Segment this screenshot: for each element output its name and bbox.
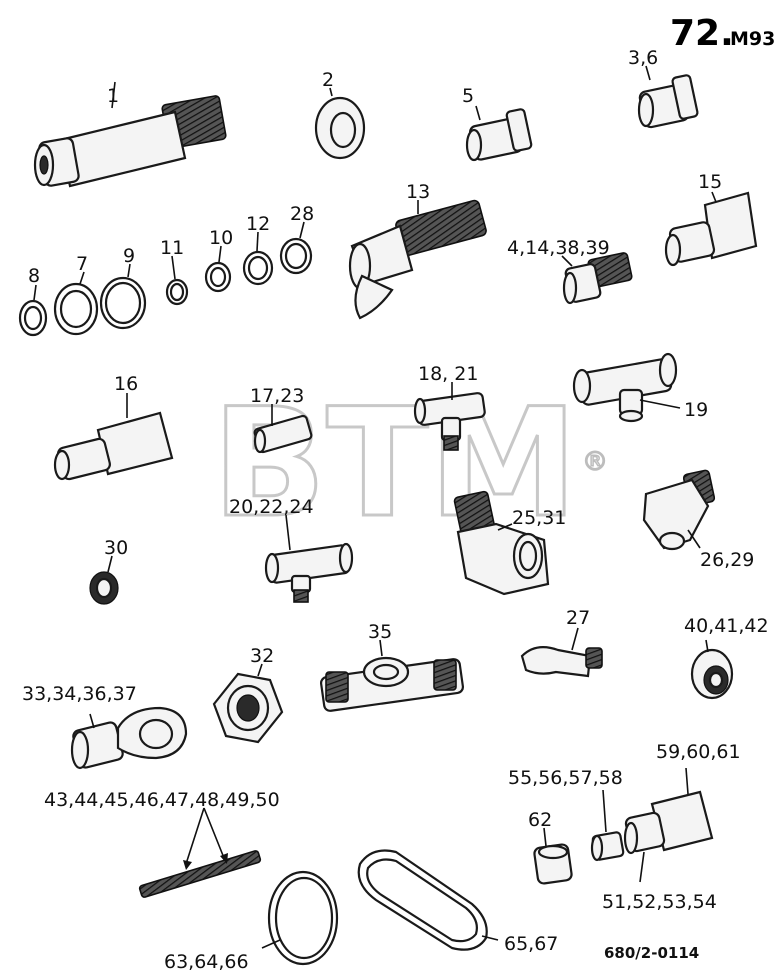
part-63-64-66-gasket (261, 870, 339, 966)
callout-26-29: 26,29 (700, 549, 754, 571)
part-65-67-gasket (357, 849, 499, 951)
callout-27: 27 (566, 607, 590, 629)
callout-63-64-66: 63,64,66 (164, 951, 249, 973)
part-18-21-tee (413, 382, 486, 451)
diagram-suffix: M93 (730, 28, 775, 50)
callout-32: 32 (250, 645, 274, 667)
callout-10: 10 (209, 227, 233, 249)
callout-labels: 1 2 5 3,6 13 15 8 7 9 11 10 12 28 4,14,3… (22, 47, 769, 973)
part-43-50-threaded-rod (138, 807, 262, 898)
callout-3-6: 3,6 (628, 47, 658, 69)
callout-7: 7 (76, 253, 88, 275)
callout-2: 2 (322, 69, 334, 91)
rings-row (18, 221, 313, 337)
part-17-23-nipple (253, 404, 313, 454)
callout-4-14-38-39: 4,14,38,39 (507, 237, 610, 259)
callout-25-31: 25,31 (512, 507, 566, 529)
callout-35: 35 (368, 621, 392, 643)
part-3-6-fitting (637, 65, 699, 129)
part-15-reducer (664, 191, 758, 267)
part-26-29-elbow (642, 469, 716, 551)
part-1-adapter (33, 81, 227, 188)
diagram-number: 72. (670, 13, 734, 54)
callout-43-50: 43,44,45,46,47,48,49,50 (44, 789, 280, 811)
callout-5: 5 (462, 85, 474, 107)
callout-19: 19 (684, 399, 708, 421)
callout-62: 62 (528, 809, 552, 831)
callout-18-21: 18, 21 (418, 363, 478, 385)
callout-51-52-53-54: 51,52,53,54 (602, 891, 717, 913)
part-20-22-24-tee (264, 514, 354, 603)
part-30-plug (89, 555, 119, 605)
callout-30: 30 (104, 537, 128, 559)
page-title: 72. M93 (670, 13, 775, 54)
callout-8: 8 (28, 265, 40, 287)
part-35-banjo (319, 639, 465, 712)
part-32-nut (212, 663, 284, 744)
callout-20-22-24: 20,22,24 (229, 496, 314, 518)
callout-12: 12 (246, 213, 270, 235)
callout-16: 16 (114, 373, 138, 395)
callout-59-60-61: 59,60,61 (656, 741, 741, 763)
callout-40-41-42: 40,41,42 (684, 615, 769, 637)
part-13-bolt (348, 199, 487, 320)
callout-28: 28 (290, 203, 314, 225)
part-55-58-sleeve (590, 789, 625, 862)
watermark-registered-mark: ® (582, 447, 608, 477)
callout-9: 9 (123, 245, 135, 267)
leader-51-54 (639, 851, 645, 883)
callout-17-23: 17,23 (250, 385, 304, 407)
part-40-41-42-plug (690, 639, 734, 700)
callout-13: 13 (406, 181, 430, 203)
callout-11: 11 (160, 237, 184, 259)
part-59-60-61-reducer (623, 767, 714, 855)
callout-1: 1 (107, 85, 119, 107)
part-33-34-36-37-banjo-eye (70, 706, 188, 770)
callout-65-67: 65,67 (504, 933, 558, 955)
part-27-elbow (520, 627, 603, 678)
callout-33-34-36-37: 33,34,36,37 (22, 683, 137, 705)
part-19-tee (572, 352, 681, 423)
part-4-14-38-39-nipple (561, 252, 633, 305)
callout-15: 15 (698, 171, 722, 193)
part-62-sleeve (533, 827, 573, 885)
part-5-fitting (465, 105, 533, 162)
callout-55-58: 55,56,57,58 (508, 767, 623, 789)
drawing-reference: 680/2-0114 (604, 944, 699, 962)
part-25-31-elbow (453, 490, 550, 596)
part-16-reducer (53, 393, 174, 481)
part-2-washer (314, 87, 366, 160)
